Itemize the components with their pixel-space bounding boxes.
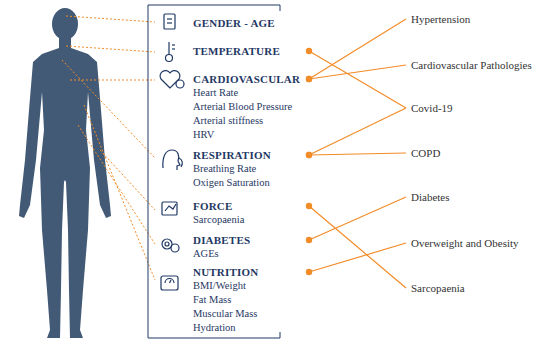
category-icon <box>168 42 169 55</box>
leader-line <box>70 80 155 81</box>
category-icon <box>170 280 172 283</box>
leader-line <box>66 16 155 22</box>
category-icon <box>165 204 176 211</box>
link-dot <box>306 48 312 54</box>
category-icon <box>164 14 175 29</box>
condition-name: Hypertension <box>411 11 470 27</box>
condition-label: Overweight and Obesity <box>411 235 519 251</box>
condition-label: Diabetes <box>411 189 449 205</box>
condition-name: COPD <box>411 145 440 161</box>
measure-item: Heart Rate <box>193 86 309 100</box>
measure-item: Fat Mass <box>193 293 309 307</box>
category-group: CARDIOVASCULARHeart RateArterial Blood P… <box>193 72 309 142</box>
condition-name: Diabetes <box>411 189 449 205</box>
link-dot <box>306 76 312 82</box>
link-dot <box>306 269 312 275</box>
category-icon <box>171 244 179 252</box>
category-icon <box>176 80 184 88</box>
body-silhouette <box>19 38 111 338</box>
leader-line <box>62 60 155 158</box>
leader-lines <box>62 16 155 280</box>
category-group: DIABETESAGEs <box>193 233 309 261</box>
category-icon <box>167 22 172 23</box>
frame-line <box>148 338 280 339</box>
category-heading: TEMPERATURE <box>193 44 309 58</box>
condition-label: Covid-19 <box>411 100 453 116</box>
condition-label: Sarcopaenia <box>411 280 465 296</box>
body-head <box>52 8 78 40</box>
measure-item: Muscular Mass <box>193 307 309 321</box>
measure-item: Sarcopaenia <box>193 213 309 227</box>
link-line <box>309 65 406 79</box>
frame-line <box>148 5 149 338</box>
link-line <box>309 153 406 155</box>
category-group: GENDER - AGE <box>193 16 309 30</box>
link-dot <box>306 203 312 209</box>
category-icon <box>172 48 175 49</box>
measure-item: Oxigen Saturation <box>193 176 309 190</box>
condition-label: Hypertension <box>411 11 470 27</box>
leader-line <box>100 150 155 210</box>
link-line <box>309 19 406 79</box>
condition-name: Covid-19 <box>411 100 453 116</box>
category-icon <box>179 158 182 167</box>
category-icon <box>172 44 175 45</box>
category-heading: NUTRITION <box>193 265 309 279</box>
measure-item: Arterial stiffness <box>193 114 309 128</box>
measure-item: Arterial Blood Pressure <box>193 100 309 114</box>
category-icon <box>165 242 169 246</box>
category-heading: DIABETES <box>193 233 309 247</box>
category-heading: GENDER - AGE <box>193 16 309 30</box>
link-dot <box>306 237 312 243</box>
category-group: RESPIRATIONBreathing RateOxigen Saturati… <box>193 148 309 190</box>
frame-line <box>148 5 280 6</box>
link-dot <box>306 152 312 158</box>
category-icon <box>160 71 180 88</box>
link-line <box>309 243 406 272</box>
link-dot <box>306 76 312 82</box>
measure-item: HRV <box>193 128 309 142</box>
category-heading: CARDIOVASCULAR <box>193 72 309 86</box>
link-line <box>309 108 406 155</box>
leader-line <box>84 105 155 280</box>
category-icon <box>163 150 180 170</box>
frame-line <box>280 332 281 338</box>
condition-name: Overweight and Obesity <box>411 235 519 251</box>
condition-label: Cardiovascular Pathologies <box>411 57 532 73</box>
link-dot <box>306 152 312 158</box>
condition-name: Cardiovascular Pathologies <box>411 57 532 73</box>
category-heading: FORCE <box>193 199 309 213</box>
category-icon <box>162 202 177 215</box>
category-icon <box>167 18 172 19</box>
category-icon <box>166 55 173 62</box>
category-icons <box>160 14 184 290</box>
link-line <box>309 51 406 108</box>
category-icon <box>161 276 178 290</box>
frame-line <box>280 5 281 11</box>
measure-item: Hydration <box>193 321 309 335</box>
category-group: NUTRITIONBMI/WeightFat MassMuscular Mass… <box>193 265 309 335</box>
category-group: TEMPERATURE <box>193 44 309 58</box>
category-group: FORCESarcopaenia <box>193 199 309 227</box>
measure-item: AGEs <box>193 247 309 261</box>
category-icon <box>165 279 174 284</box>
measure-item: BMI/Weight <box>193 279 309 293</box>
condition-label: COPD <box>411 145 440 161</box>
measure-item: Breathing Rate <box>193 162 309 176</box>
leader-line <box>66 46 155 52</box>
link-line <box>309 197 406 240</box>
condition-name: Sarcopaenia <box>411 280 465 296</box>
category-heading: RESPIRATION <box>193 148 309 162</box>
